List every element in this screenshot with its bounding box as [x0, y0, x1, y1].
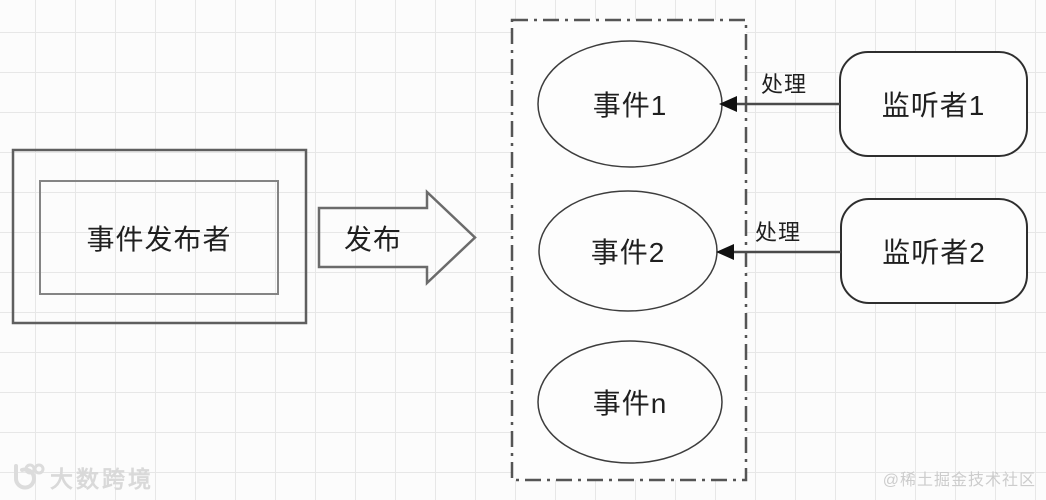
publisher-inner-box	[39, 180, 279, 295]
handle-label-2: 处理	[754, 220, 801, 245]
watermark-logo-icon	[14, 463, 45, 490]
event-2-ellipse	[538, 190, 718, 312]
publish-arrow-label: 发布	[343, 224, 402, 255]
event-n-label: 事件n	[592, 388, 668, 419]
handle-arrow-2-head	[716, 244, 734, 260]
publisher-outer-box	[11, 148, 308, 325]
listener-1-label: 监听者1	[881, 90, 986, 121]
event-2-label: 事件2	[590, 237, 666, 268]
handle-label-1: 处理	[760, 72, 807, 97]
handle-arrow-1-head	[719, 96, 737, 112]
watermark-bottom-left: 大数跨境	[8, 460, 154, 494]
event-1-label: 事件1	[592, 90, 668, 121]
publish-block-arrow	[317, 189, 477, 286]
listener-2-label: 监听者2	[882, 237, 986, 268]
event-n-ellipse	[537, 340, 723, 464]
publisher-label: 事件发布者	[86, 223, 232, 255]
watermark-left-text: 大数跨境	[50, 466, 154, 492]
watermark-bottom-right: @稀土掘金技术社区	[882, 472, 1036, 489]
